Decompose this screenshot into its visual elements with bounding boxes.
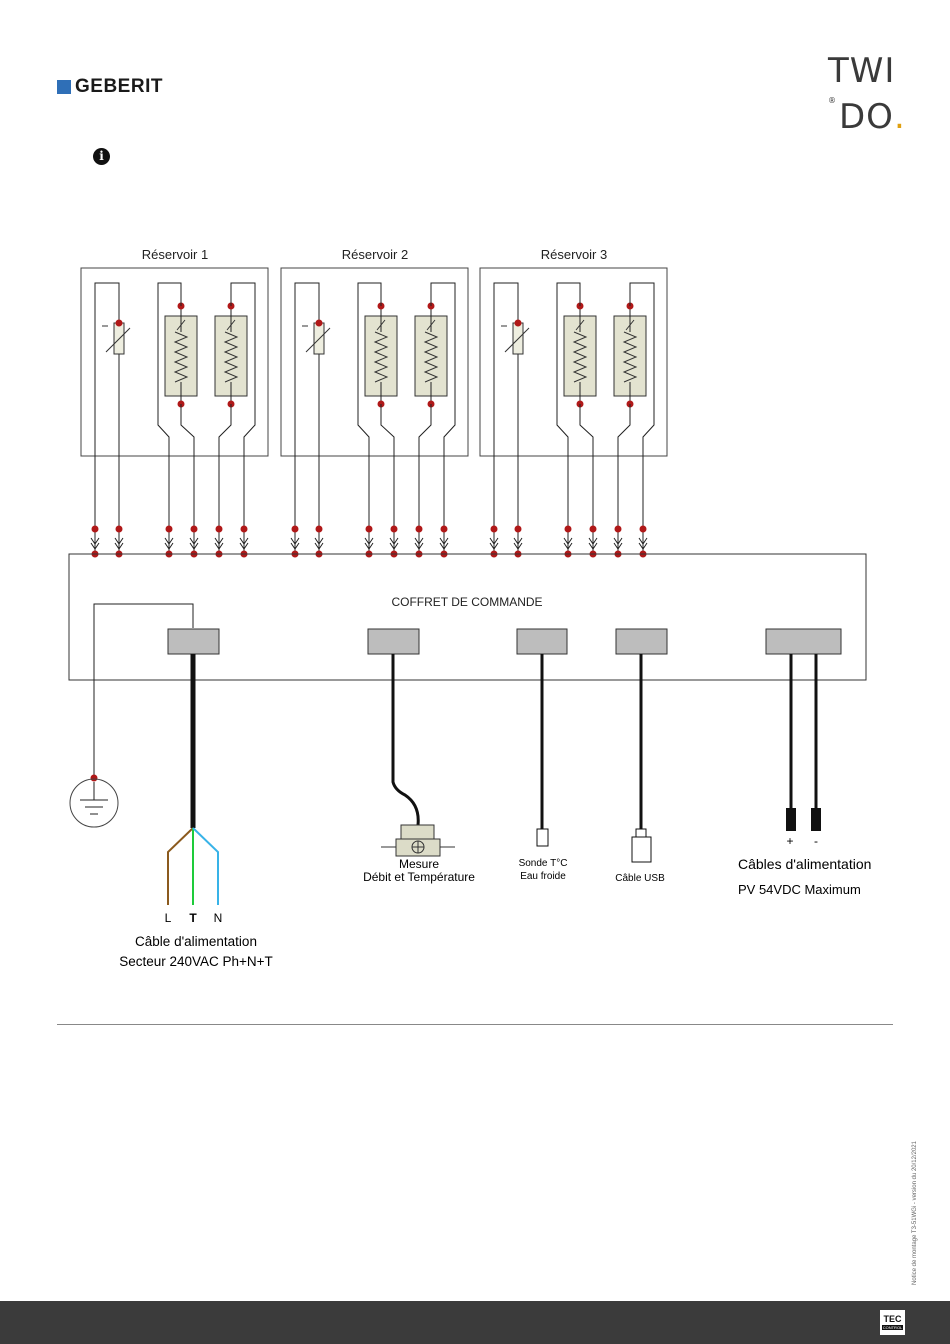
terminal-top [116,526,123,533]
element1-bottom-wire [181,404,194,528]
flow-label-line2: Débit et Température [363,870,475,884]
reservoir-3: Réservoir 3 [480,247,667,528]
thermistor-terminal [116,320,123,327]
tec-control-logo: TEC CONTROL [880,1310,905,1335]
probe-label-line2: Eau froide [520,871,566,882]
pv-label-line2: PV 54VDC Maximum [738,882,861,897]
terminal-top [640,526,647,533]
tec-logo-line2: CONTROL [882,1325,904,1330]
sensor-wire-left [95,283,119,528]
wiring-diagram: Réservoir 1 Réservoir 2 Réservoir 3 COFFRE… [0,0,950,1000]
tec-logo-line1: TEC [884,1315,902,1324]
reservoir-1: Réservoir 1 [81,247,268,528]
flow-label-line1: Mesure [399,857,439,871]
wire-neutral [193,828,218,905]
pv-connector [766,629,841,654]
reservoir-2: Réservoir 2 [281,247,468,528]
wire-label-n: N [214,911,223,925]
reservoir-title: Réservoir 3 [541,247,607,262]
page-divider [57,1024,893,1025]
wire-live [168,828,193,905]
probe-connector [517,629,567,654]
terminal-top [590,526,597,533]
terminal-top [565,526,572,533]
terminal-top [316,526,323,533]
flow-sensor-connector [368,629,419,654]
terminal-top [216,526,223,533]
wire-label-l: L [165,911,172,925]
control-box [69,554,866,680]
reservoir-title: Réservoir 2 [342,247,408,262]
terminal-wires [91,526,647,558]
earth-terminal [91,775,98,782]
terminal-top [166,526,173,533]
pv-label-line1: Câbles d'alimentation [738,856,871,872]
element2-bottom-wire [219,404,231,528]
pv-plug-plus [786,808,796,831]
probe-label-line1: Sonde T°C [519,858,568,869]
probe-tip [537,829,548,846]
terminal-top [416,526,423,533]
terminal-top [615,526,622,533]
element2-bottom-wire [618,404,630,528]
terminal-top [191,526,198,533]
terminal-top [391,526,398,533]
control-box-label: COFFRET DE COMMANDE [391,595,542,609]
mains-label-line1: Câble d'alimentation [135,934,257,949]
element1-bottom-wire [381,404,394,528]
thermistor-terminal [515,320,522,327]
thermistor-terminal [316,320,323,327]
terminal-top [366,526,373,533]
pv-plug-minus [811,808,821,831]
pv-minus-sign: - [814,834,818,848]
mains-connector [168,629,219,654]
mains-label-line2: Secteur 240VAC Ph+N+T [119,954,273,969]
usb-label: Câble USB [615,873,665,884]
sensor-wire-left [295,283,319,528]
side-note: Notice de montage T3-51WGi - version du … [912,1141,918,1285]
terminal-top [292,526,299,533]
footer-bar: TEC CONTROL [0,1301,950,1344]
terminal-top [491,526,498,533]
terminal-top [441,526,448,533]
usb-connector [616,629,667,654]
terminal-top [515,526,522,533]
terminal-top [92,526,99,533]
flow-sensor-body [401,825,434,839]
element2-bottom-wire [419,404,431,528]
sensor-wire-left [494,283,518,528]
wire-label-t: T [189,911,197,925]
reservoir-group: Réservoir 1 Réservoir 2 Réservoir 3 [81,247,667,528]
usb-plug-icon [632,837,651,862]
reservoir-title: Réservoir 1 [142,247,208,262]
element1-bottom-wire [580,404,593,528]
pv-plus-sign: + [786,834,793,848]
terminal-top [241,526,248,533]
usb-plug-neck [636,829,646,837]
